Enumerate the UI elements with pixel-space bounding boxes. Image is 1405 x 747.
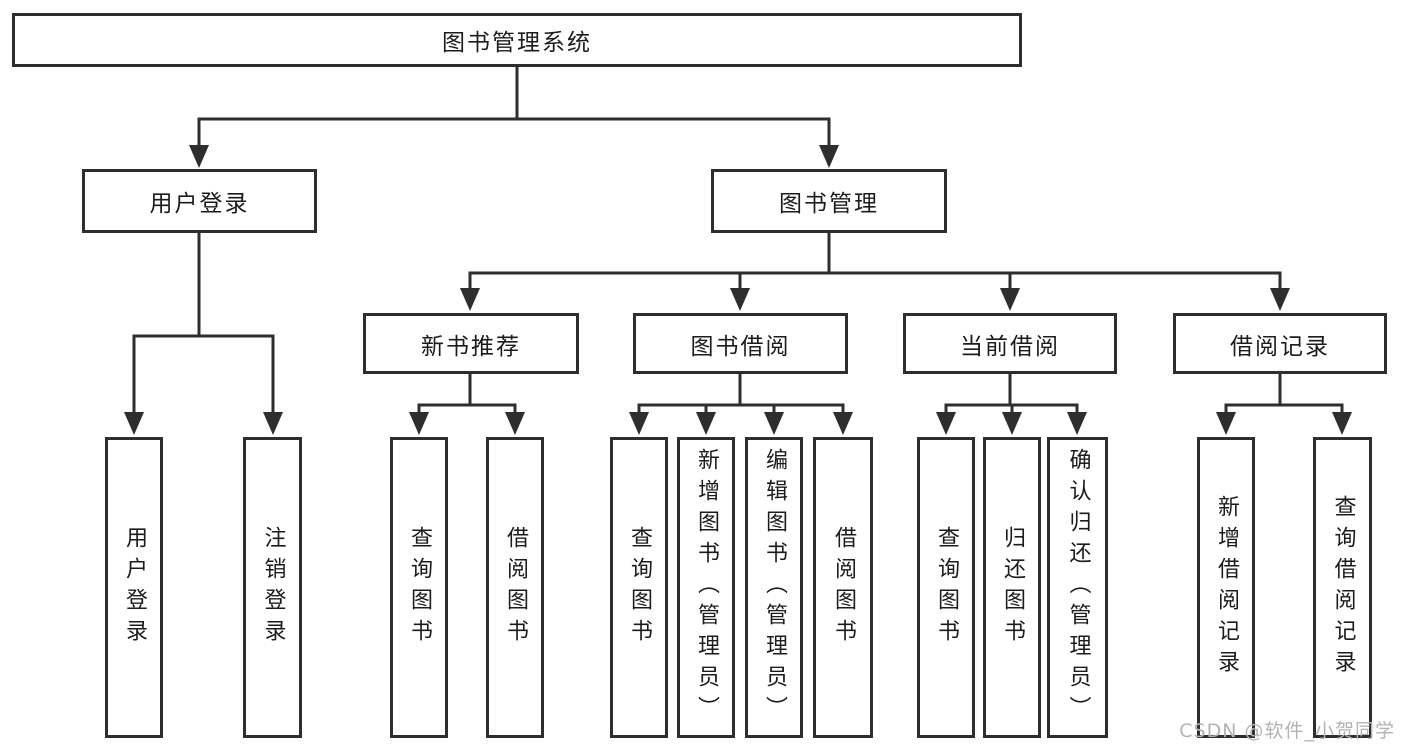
leaf-return-books: 归还图书 xyxy=(983,437,1041,738)
node-label: 图书借阅 xyxy=(690,333,791,360)
node-user-login: 用户登录 xyxy=(82,169,317,233)
arrow-down-icon xyxy=(1216,412,1236,435)
arrow-down-icon xyxy=(189,145,209,168)
node-label: 借阅记录 xyxy=(1230,333,1330,360)
node-root-library-system: 图书管理系统 xyxy=(12,13,1022,67)
arrow-down-icon xyxy=(833,412,853,435)
node-label: 新增图书（管理员） xyxy=(694,448,719,727)
arrow-down-icon xyxy=(730,288,750,311)
leaf-add-borrow-record: 新增借阅记录 xyxy=(1197,437,1255,738)
arrow-down-icon xyxy=(764,412,784,435)
node-label: 当前借阅 xyxy=(960,333,1060,360)
leaf-confirm-return-admin: 确认归还（管理员） xyxy=(1047,437,1108,738)
arrow-down-icon xyxy=(409,412,429,435)
node-new-book-recommend: 新书推荐 xyxy=(363,313,579,374)
leaf-query-books-2: 查询图书 xyxy=(610,437,668,738)
node-label: 确认归还（管理员） xyxy=(1065,448,1091,727)
node-borrow-records: 借阅记录 xyxy=(1173,313,1387,374)
arrow-down-icon xyxy=(1002,412,1022,435)
node-label: 图书管理 xyxy=(779,191,879,217)
node-label: 新增借阅记录 xyxy=(1214,494,1239,681)
arrow-down-icon xyxy=(819,145,839,168)
node-book-borrow: 图书借阅 xyxy=(633,313,848,374)
node-label: 查询借阅记录 xyxy=(1330,494,1356,681)
leaf-query-books-1: 查询图书 xyxy=(390,437,448,738)
node-label: 查询图书 xyxy=(407,525,432,650)
leaf-add-books-admin: 新增图书（管理员） xyxy=(677,437,735,738)
node-book-management: 图书管理 xyxy=(711,169,947,233)
arrow-down-icon xyxy=(505,412,525,435)
arrow-down-icon xyxy=(263,412,283,435)
leaf-user-login: 用户登录 xyxy=(105,437,163,738)
arrow-down-icon xyxy=(696,412,716,435)
arrow-down-icon xyxy=(1000,288,1020,311)
csdn-watermark: CSDN @软件_小贺同学 xyxy=(1179,720,1395,742)
arrow-down-icon xyxy=(1067,412,1087,435)
node-label: 查询图书 xyxy=(627,525,652,650)
node-label: 编辑图书（管理员） xyxy=(762,448,787,727)
leaf-query-books-3: 查询图书 xyxy=(917,437,975,738)
leaf-borrow-books-2: 借阅图书 xyxy=(813,437,873,738)
arrow-down-icon xyxy=(124,412,144,435)
leaf-logout: 注销登录 xyxy=(243,437,302,738)
leaf-borrow-books-1: 借阅图书 xyxy=(486,437,544,738)
node-label: 注销登录 xyxy=(260,525,286,650)
arrow-down-icon xyxy=(936,412,956,435)
node-label: 图书管理系统 xyxy=(442,30,592,56)
leaf-query-borrow-record: 查询借阅记录 xyxy=(1313,437,1372,738)
node-current-borrow: 当前借阅 xyxy=(903,313,1117,374)
arrow-down-icon xyxy=(1332,412,1352,435)
node-label: 归还图书 xyxy=(1000,525,1025,650)
arrow-down-icon xyxy=(1270,288,1290,311)
arrow-down-icon xyxy=(460,288,480,311)
node-label: 用户登录 xyxy=(122,525,147,650)
node-label: 用户登录 xyxy=(149,191,250,217)
leaf-edit-books-admin: 编辑图书（管理员） xyxy=(745,437,803,738)
node-label: 借阅图书 xyxy=(503,525,528,650)
arrow-down-icon xyxy=(629,412,649,435)
node-label: 借阅图书 xyxy=(831,525,856,650)
node-label: 新书推荐 xyxy=(421,333,521,360)
node-label: 查询图书 xyxy=(934,525,959,650)
